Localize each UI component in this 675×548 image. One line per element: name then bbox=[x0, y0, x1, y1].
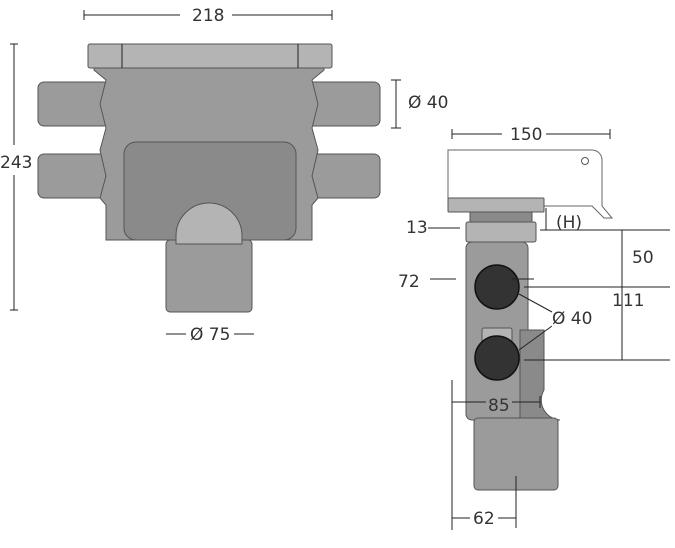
side-grate-label: (H) bbox=[556, 213, 582, 233]
side-lower-inlet-hole bbox=[474, 335, 520, 381]
side-rear-pipe bbox=[519, 329, 561, 421]
side-view: 150 (H) 13 50 111 72 Ø 40 85 bbox=[398, 125, 670, 530]
front-left-lower-inlet bbox=[37, 153, 111, 199]
side-depth-13-label: 13 bbox=[406, 218, 428, 238]
side-outlet-offset-62-label: 62 bbox=[473, 509, 495, 529]
side-height-111-label: 111 bbox=[612, 291, 644, 311]
front-outlet-diameter-label: Ø 75 bbox=[190, 325, 230, 345]
front-view: 218 243 Ø 40 Ø 75 bbox=[0, 6, 448, 345]
side-offset-72-label: 72 bbox=[398, 272, 420, 292]
front-top-grate bbox=[87, 43, 333, 69]
front-left-upper-inlet bbox=[37, 81, 111, 127]
side-bracket-hole bbox=[581, 157, 589, 165]
front-right-upper-inlet bbox=[307, 81, 381, 127]
side-width-label: 150 bbox=[510, 125, 542, 145]
front-outlet-dome bbox=[175, 202, 243, 245]
front-inlet-diameter-label: Ø 40 bbox=[408, 93, 448, 113]
side-depth-50-label: 50 bbox=[632, 248, 654, 268]
front-height-label: 243 bbox=[0, 153, 32, 173]
side-upper-inlet-hole bbox=[474, 264, 520, 310]
side-grate-plate bbox=[447, 197, 545, 213]
side-outlet-offset-85-label: 85 bbox=[488, 396, 510, 416]
front-outlet-pipe bbox=[165, 239, 253, 313]
front-width-label: 218 bbox=[192, 6, 224, 26]
front-right-lower-inlet bbox=[307, 153, 381, 199]
side-inlet-diameter-label: Ø 40 bbox=[552, 309, 592, 329]
